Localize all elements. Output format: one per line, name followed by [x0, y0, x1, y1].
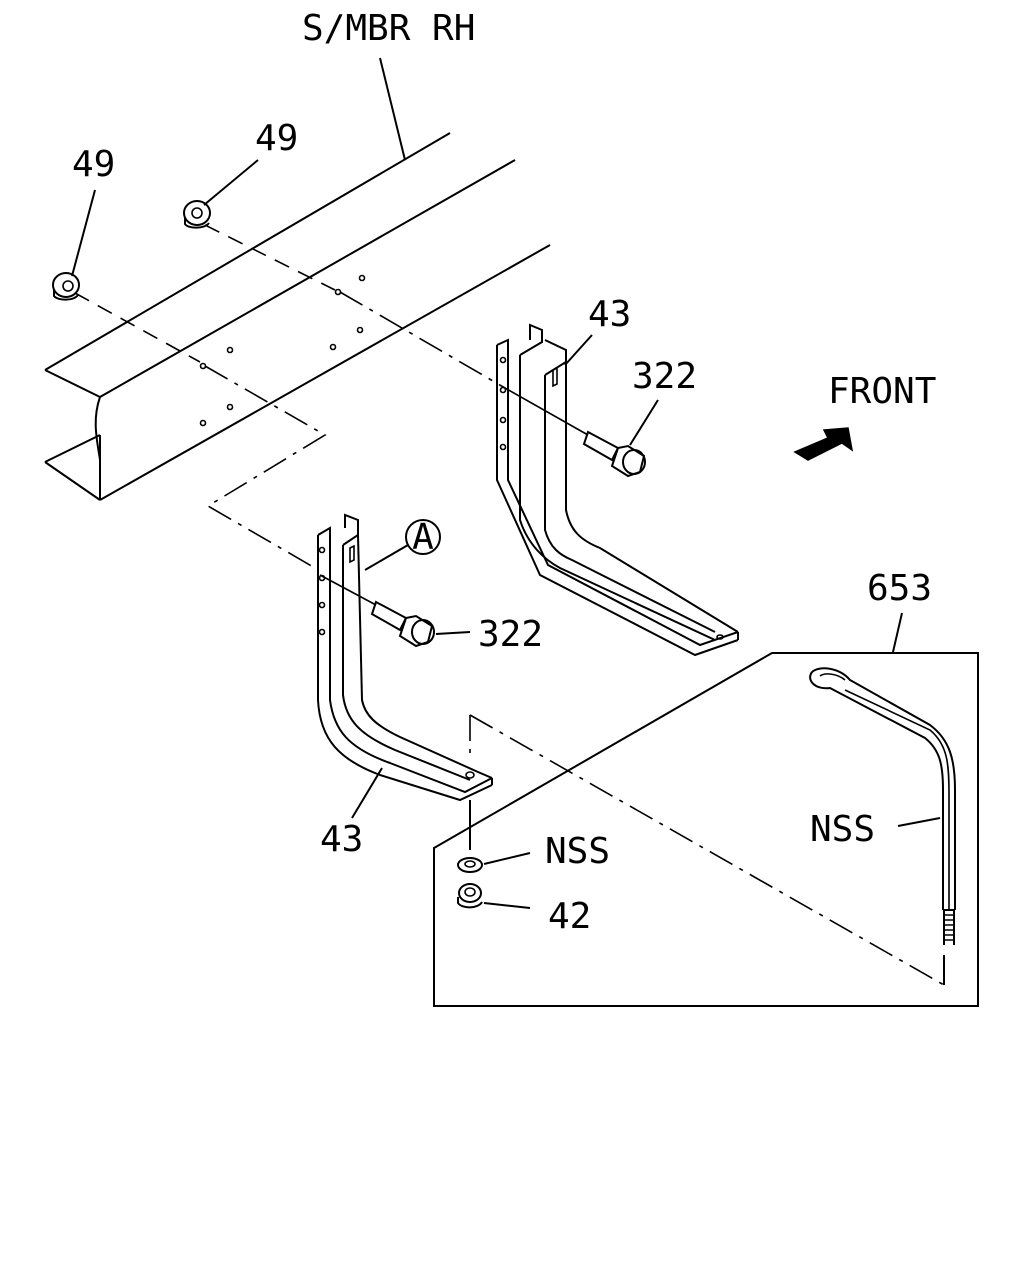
callout-a: A — [405, 517, 441, 558]
label-strap-nss: NSS — [810, 809, 875, 850]
kit-653-box — [433, 652, 979, 1007]
front-arrow-icon — [793, 427, 854, 461]
label-bolt-322-rear: 322 — [632, 356, 697, 397]
callout-a-letter: A — [412, 517, 434, 558]
label-bracket-43-rear: 43 — [588, 294, 631, 335]
flange-nut-42 — [457, 883, 483, 909]
side-member-frame — [44, 132, 551, 501]
bolt-322-front — [370, 600, 435, 648]
bracket-43-front — [317, 513, 493, 802]
flange-nut-49-upper — [183, 200, 211, 229]
strap-nss — [809, 667, 956, 945]
flange-nut-49-lower — [52, 272, 80, 301]
label-bracket-43-front: 43 — [320, 819, 363, 860]
label-front: FRONT — [828, 371, 936, 412]
bracket-43-rear — [496, 323, 739, 657]
label-nut-49-lower: 49 — [72, 144, 115, 185]
label-bolt-322-front: 322 — [478, 614, 543, 655]
label-nut-49-upper: 49 — [255, 118, 298, 159]
label-kit-653: 653 — [867, 568, 932, 609]
label-side-member: S/MBR RH — [302, 8, 475, 49]
bolt-322-rear — [582, 430, 646, 478]
label-washer-nss: NSS — [545, 831, 610, 872]
washer-nss — [457, 857, 483, 873]
label-nut-42: 42 — [548, 896, 591, 937]
